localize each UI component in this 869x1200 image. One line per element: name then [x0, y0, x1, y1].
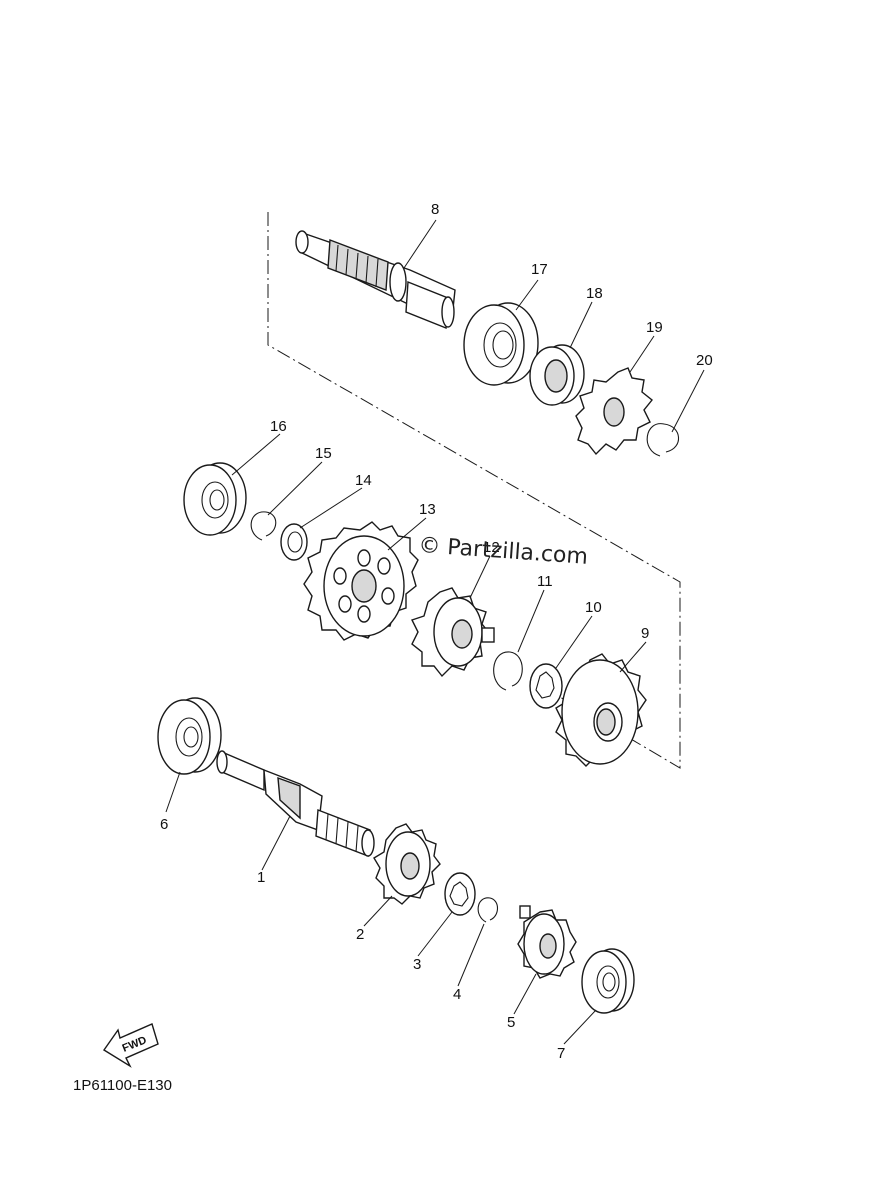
part-1-main-axle: [216, 750, 375, 857]
part-16-bearing: [183, 462, 247, 536]
part-17-bearing: [463, 302, 539, 386]
callout-5: 5: [507, 1014, 515, 1031]
callout-1: 1: [257, 869, 265, 886]
callout-14: 14: [355, 472, 372, 489]
part-15-circlip: [250, 511, 277, 541]
callout-10: 10: [585, 599, 602, 616]
callout-19: 19: [646, 319, 663, 336]
callout-16: 16: [270, 418, 287, 435]
callout-4: 4: [453, 986, 461, 1003]
callout-9: 9: [641, 625, 649, 642]
part-11-circlip: [493, 651, 523, 691]
part-19-drive-sprocket: [575, 367, 653, 456]
part-5-dog-gear: [517, 905, 577, 979]
callout-3: 3: [413, 956, 421, 973]
callout-2: 2: [356, 926, 364, 943]
part-6-bearing: [157, 697, 222, 775]
callout-20: 20: [696, 352, 713, 369]
callout-8: 8: [431, 201, 439, 218]
diagram-code: 1P61100-E130: [73, 1077, 172, 1094]
part-13-large-gear: [303, 521, 419, 641]
callout-labels: 8 17 18 19 20 16 15 14 13 12 11 10 9 6 1…: [160, 201, 713, 1062]
callout-6: 6: [160, 816, 168, 833]
part-18-oil-seal: [529, 344, 585, 406]
callout-17: 17: [531, 261, 548, 278]
callout-7: 7: [557, 1045, 565, 1062]
part-2-gear: [373, 823, 441, 905]
callout-13: 13: [419, 501, 436, 518]
fwd-arrow-icon: FWD: [103, 1023, 159, 1068]
part-10-toothed-washer: [529, 663, 563, 709]
callout-15: 15: [315, 445, 332, 462]
part-12-dog-gear: [411, 587, 495, 678]
part-4-circlip: [477, 897, 499, 923]
callout-18: 18: [586, 285, 603, 302]
part-14-washer: [280, 523, 308, 561]
part-7-bearing: [581, 948, 635, 1014]
callout-11: 11: [537, 573, 553, 590]
part-8-drive-axle: [295, 230, 456, 330]
part-3-toothed-washer: [444, 872, 476, 916]
watermark: © Partzilla.com: [418, 533, 589, 570]
leader-lines: [165, 219, 705, 1045]
part-20-circlip: [646, 423, 680, 457]
callout-12: 12: [483, 539, 500, 556]
group-outline: [267, 212, 681, 769]
part-9-gear: [555, 653, 647, 767]
